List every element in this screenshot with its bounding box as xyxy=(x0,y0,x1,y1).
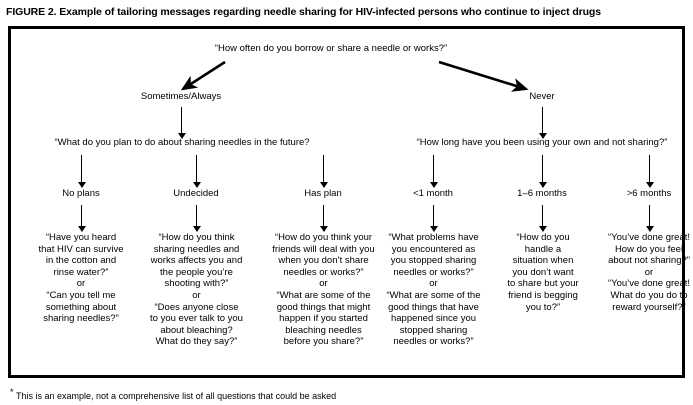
arrow-root-to-sometimes-always xyxy=(180,60,226,91)
arrow-question-to-lt-1-month xyxy=(430,155,439,188)
arrow-question-to-undecided xyxy=(193,155,202,188)
arrow-undecided-to-message xyxy=(193,205,202,232)
arrow-gt-6-months-to-message xyxy=(646,205,655,232)
message-lt-1-month: “What problems have you encountered as y… xyxy=(386,232,481,348)
branch-label-never: Never xyxy=(529,91,555,102)
footnote: * This is an example, not a comprehensiv… xyxy=(10,386,336,402)
arrow-sometimes-always-to-question xyxy=(178,107,187,139)
arrow-root-to-never xyxy=(438,60,529,92)
arrow-has-plan-to-message xyxy=(320,205,329,232)
message-gt-6-months: “You’ve done great! How do you feel abou… xyxy=(607,232,691,313)
arrow-question-to-no-plans xyxy=(78,155,87,188)
message-1-6-months: “How do you handle a situation when you … xyxy=(507,232,579,313)
category-label-lt-1-month: <1 month xyxy=(413,188,453,199)
arrow-no-plans-to-message xyxy=(78,205,87,232)
category-label-1-6-months: 1–6 months xyxy=(517,188,567,199)
root-question: “How often do you borrow or share a need… xyxy=(214,43,448,54)
message-no-plans: “Have you heard that HIV can survive in … xyxy=(38,232,124,325)
branch-label-sometimes-always: Sometimes/Always xyxy=(140,91,222,102)
category-label-no-plans: No plans xyxy=(62,188,100,199)
category-label-undecided: Undecided xyxy=(173,188,219,199)
arrow-never-to-question xyxy=(539,107,548,139)
message-undecided: “How do you think sharing needles and wo… xyxy=(150,232,243,348)
branch-question-sometimes-always: “What do you plan to do about sharing ne… xyxy=(54,137,310,148)
arrow-question-to-1-6-months xyxy=(539,155,548,188)
arrow-1-6-months-to-message xyxy=(539,205,548,232)
arrow-question-to-gt-6-months xyxy=(646,155,655,188)
branch-question-never: “How long have you been using your own a… xyxy=(416,137,668,148)
flowchart-frame: “How often do you borrow or share a need… xyxy=(8,26,690,378)
figure-title: FIGURE 2. Example of tailoring messages … xyxy=(6,6,601,18)
arrow-question-to-has-plan xyxy=(320,155,329,188)
arrow-lt-1-month-to-message xyxy=(430,205,439,232)
footnote-text: This is an example, not a comprehensive … xyxy=(16,391,337,401)
message-has-plan: “How do you think your friends will deal… xyxy=(272,232,375,348)
footnote-marker: * xyxy=(10,387,17,397)
category-label-has-plan: Has plan xyxy=(304,188,342,199)
category-label-gt-6-months: >6 months xyxy=(626,188,672,199)
